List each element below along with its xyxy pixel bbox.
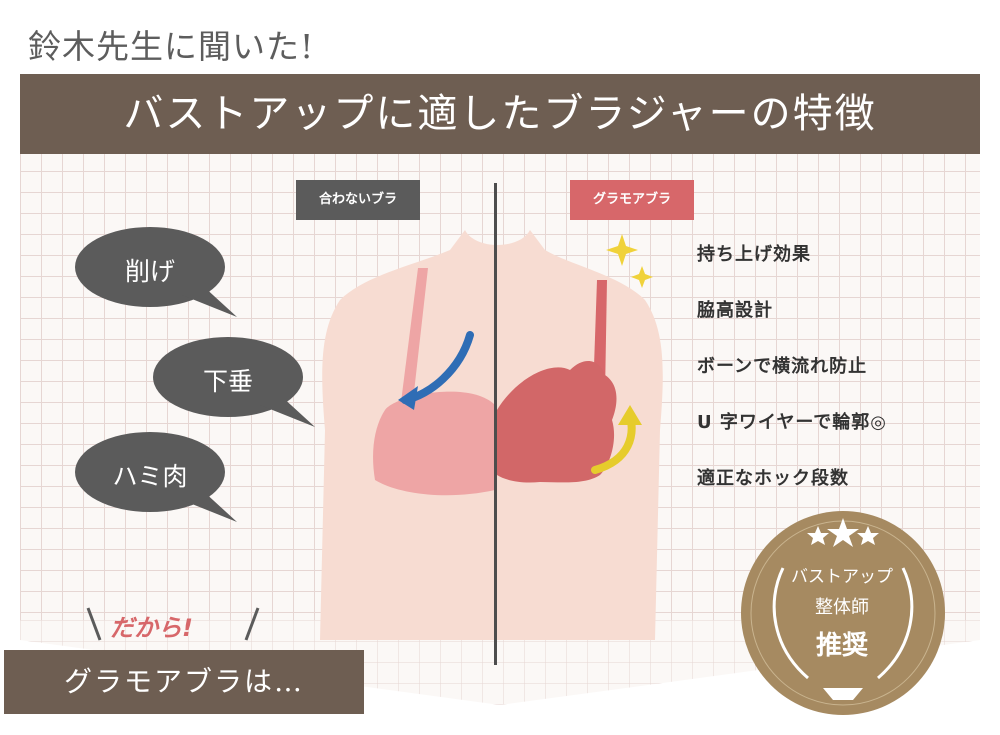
recommend-badge xyxy=(741,511,945,715)
feature-item: U 字ワイヤーで輪郭◎ xyxy=(693,408,893,437)
badge-line-1: バストアップ xyxy=(791,567,893,587)
feature-item: 適正なホック段数 xyxy=(693,464,855,493)
title-banner: バストアップに適したブラジャーの特徴 xyxy=(20,74,980,154)
problem-label-3: ハミ肉 xyxy=(112,462,188,491)
feature-item: ボーンで横流れ防止 xyxy=(693,352,874,381)
tag-ill-fitting-bra: 合わないブラ xyxy=(296,180,420,220)
badge-text: バストアップ 整体師 推奨 xyxy=(752,560,932,662)
speech-bubble-3 xyxy=(75,432,237,522)
panel-bottom-point xyxy=(20,620,980,705)
badge-line-2: 整体師 xyxy=(815,597,869,618)
page-title: バストアップに適したブラジャーの特徴 xyxy=(123,91,877,137)
speech-bubble-1 xyxy=(75,227,237,317)
torso-illustration xyxy=(320,230,663,640)
feature-item: 持ち上げ効果 xyxy=(693,240,817,269)
dakara-slashes xyxy=(86,607,260,641)
bottom-banner-text: グラモアブラは… xyxy=(63,665,304,698)
bottom-banner: グラモアブラは… xyxy=(4,650,364,714)
sparkle-icon xyxy=(606,234,653,288)
badge-line-3: 推奨 xyxy=(815,631,868,661)
center-divider xyxy=(494,183,497,665)
dakara-text: だから! xyxy=(110,614,193,642)
problem-label-1: 削げ xyxy=(124,257,175,286)
kicker-text: 鈴木先生に聞いた! xyxy=(28,27,315,66)
tag-glamore-bra: グラモアブラ xyxy=(570,180,694,220)
speech-bubble-2 xyxy=(153,337,315,427)
feature-item: 脇高設計 xyxy=(693,296,779,325)
problem-label-2: 下垂 xyxy=(202,367,253,396)
